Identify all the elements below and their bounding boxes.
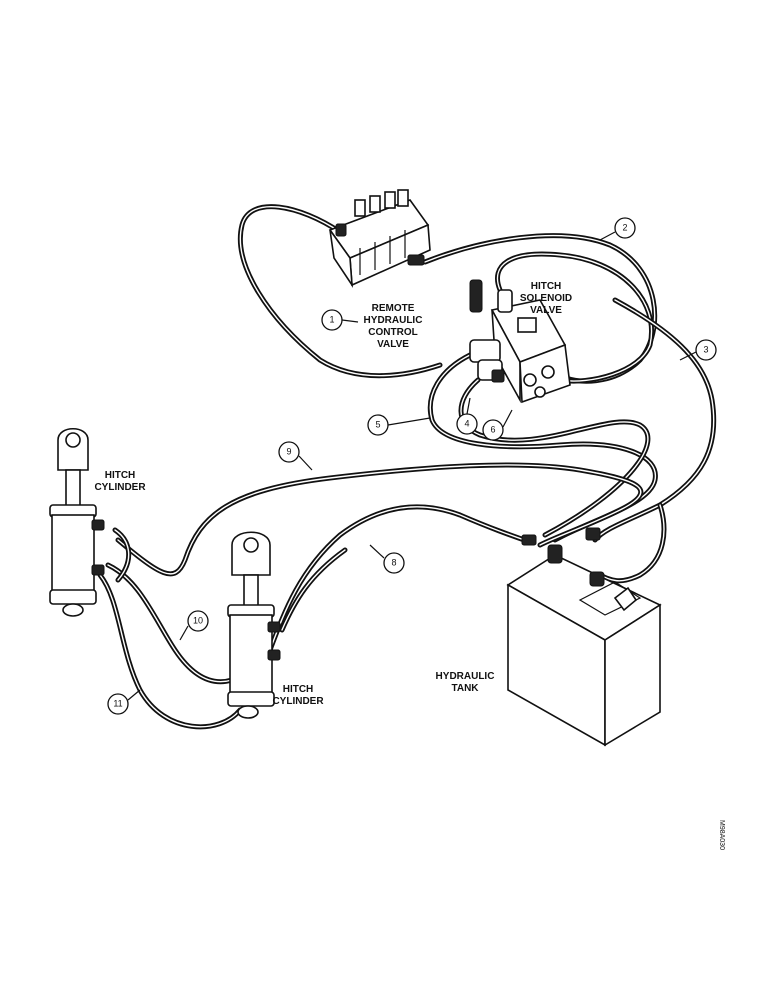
hoses xyxy=(97,204,717,730)
remote-hydraulic-control-valve xyxy=(328,189,431,288)
callout-1: 1 xyxy=(329,314,334,324)
leader-lines xyxy=(127,231,697,701)
svg-text:VALVE: VALVE xyxy=(377,339,409,350)
svg-text:CONTROL: CONTROL xyxy=(368,327,417,338)
callout-9-circle xyxy=(278,441,300,463)
callout-4: 4 xyxy=(464,418,469,428)
hose-10 xyxy=(105,562,235,685)
figure-id: M98A030 xyxy=(718,820,725,850)
svg-text:CYLINDER: CYLINDER xyxy=(272,696,324,707)
svg-text:REMOTE: REMOTE xyxy=(372,303,415,314)
callout-3-circle xyxy=(695,339,717,361)
hydraulic-tank xyxy=(506,527,662,747)
svg-text:HITCH: HITCH xyxy=(105,470,136,481)
hitch-cylinder-left xyxy=(49,427,105,617)
callout-11-circle xyxy=(107,693,129,715)
callout-6-circle xyxy=(482,419,504,441)
callout-8-circle xyxy=(383,552,405,574)
label-remote-valve: REMOTE HYDRAULIC CONTROL VALVE xyxy=(364,303,423,350)
callout-3: 3 xyxy=(703,344,708,354)
svg-text:SOLENOID: SOLENOID xyxy=(520,293,572,304)
callout-11: 11 xyxy=(113,698,122,708)
callout-9: 9 xyxy=(286,446,291,456)
label-hitch-cylinder-left: HITCH CYLINDER xyxy=(94,470,146,493)
callout-2: 2 xyxy=(622,222,627,232)
hitch-solenoid-valve xyxy=(469,279,571,404)
label-hitch-cylinder-right: HITCH CYLINDER xyxy=(272,684,324,707)
svg-text:CYLINDER: CYLINDER xyxy=(94,482,146,493)
svg-text:HITCH: HITCH xyxy=(531,281,562,292)
label-hydraulic-tank: HYDRAULIC TANK xyxy=(436,671,495,694)
callout-2-circle xyxy=(614,217,636,239)
callout-10: 10 xyxy=(193,615,203,625)
hitch-cylinder-right xyxy=(227,531,281,719)
svg-text:TANK: TANK xyxy=(451,683,479,694)
svg-text:HITCH: HITCH xyxy=(283,684,314,695)
svg-text:VALVE: VALVE xyxy=(530,305,562,316)
callout-6: 6 xyxy=(490,424,495,434)
svg-text:HYDRAULIC: HYDRAULIC xyxy=(364,315,423,326)
callout-10-circle xyxy=(187,610,209,632)
label-solenoid-valve: HITCH SOLENOID VALVE xyxy=(520,281,572,316)
svg-text:HYDRAULIC: HYDRAULIC xyxy=(436,671,495,682)
callouts: 1 2 3 4 5 6 8 9 10 11 xyxy=(107,217,717,715)
callout-8: 8 xyxy=(391,557,396,567)
callout-5: 5 xyxy=(375,419,380,429)
